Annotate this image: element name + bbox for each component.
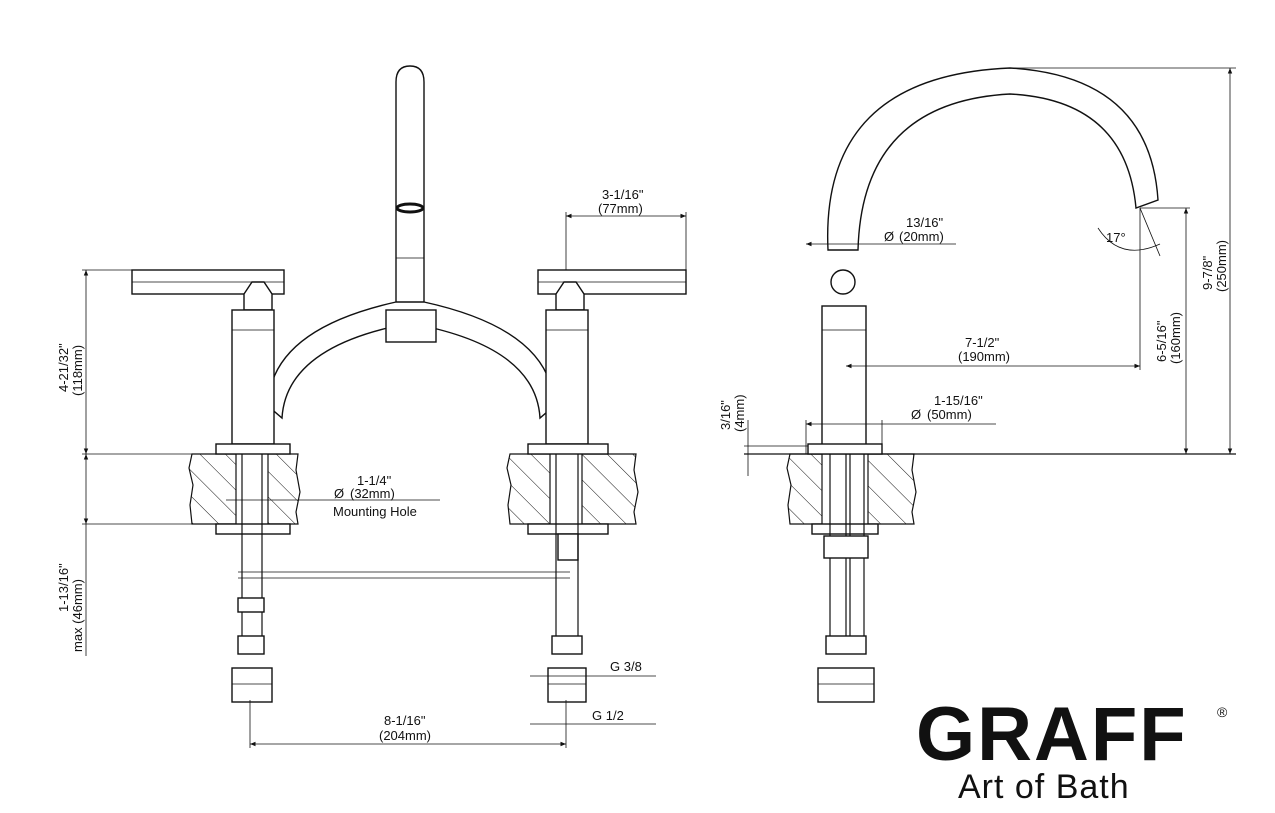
side-labels: 13/16" Ø (20mm) 17° 7-1/2" (190mm) 1-15/…: [718, 215, 1229, 432]
front-labels: 4-21/32" (118mm) 1-13/16" max (46mm) 3-1…: [56, 187, 644, 743]
spout-angle: 17°: [1106, 230, 1126, 245]
flange-imperial: 3/16": [718, 400, 733, 430]
graff-wordmark: GRAFF: [916, 696, 1188, 768]
side-view: 13/16" Ø (20mm) 17° 7-1/2" (190mm) 1-15/…: [718, 67, 1236, 703]
thread-bottom: G 1/2: [592, 708, 624, 723]
brand-tagline: Art of Bath: [958, 768, 1130, 806]
reach-metric: (190mm): [958, 349, 1010, 364]
flange-metric: (4mm): [732, 394, 747, 432]
mounting-hole-metric: (32mm): [350, 486, 395, 501]
mounting-hole-diameter-symbol: Ø: [334, 486, 344, 501]
front-view: 4-21/32" (118mm) 1-13/16" max (46mm) 3-1…: [56, 65, 687, 748]
reach-imperial: 7-1/2": [965, 335, 1000, 350]
spout-height-metric: (160mm): [1168, 312, 1183, 364]
base-diameter-metric: (50mm): [927, 407, 972, 422]
deck-section-right: [506, 453, 639, 526]
side-spout: [807, 67, 1159, 703]
handle-height-metric: (118mm): [70, 345, 85, 396]
mounting-hole-label: Mounting Hole: [333, 504, 417, 519]
deck-thickness-imperial: 1-13/16": [56, 563, 71, 612]
graff-logo: GRAFF: [916, 696, 1188, 768]
front-valve-right: [527, 269, 687, 703]
handle-offset-metric: (77mm): [598, 201, 643, 216]
handle-offset-imperial: 3-1/16": [602, 187, 644, 202]
thread-top: G 3/8: [610, 659, 642, 674]
spread-imperial: 8-1/16": [384, 713, 426, 728]
front-spout: [267, 65, 555, 420]
base-diameter-imperial: 1-15/16": [934, 393, 983, 408]
deck-section-side: [786, 453, 917, 526]
spout-height-imperial: 6-5/16": [1154, 320, 1169, 362]
spout-diameter-metric: (20mm): [899, 229, 944, 244]
base-diameter-symbol: Ø: [911, 407, 921, 422]
deck-thickness-metric: max (46mm): [70, 579, 85, 652]
front-valve-left: [131, 269, 291, 703]
spread-metric: (204mm): [379, 728, 431, 743]
overall-height-metric: (250mm): [1214, 240, 1229, 292]
front-dimension-lines: [82, 212, 687, 748]
handle-height-imperial: 4-21/32": [56, 343, 71, 392]
mounting-hole-imperial: 1-1/4": [357, 473, 392, 488]
side-dimension-lines: [744, 67, 1236, 476]
spout-diameter-symbol: Ø: [884, 229, 894, 244]
spout-diameter-imperial: 13/16": [906, 215, 944, 230]
deck-section-left: [188, 453, 301, 526]
registered-mark: ®: [1217, 704, 1228, 720]
overall-height-imperial: 9-7/8": [1200, 255, 1215, 290]
